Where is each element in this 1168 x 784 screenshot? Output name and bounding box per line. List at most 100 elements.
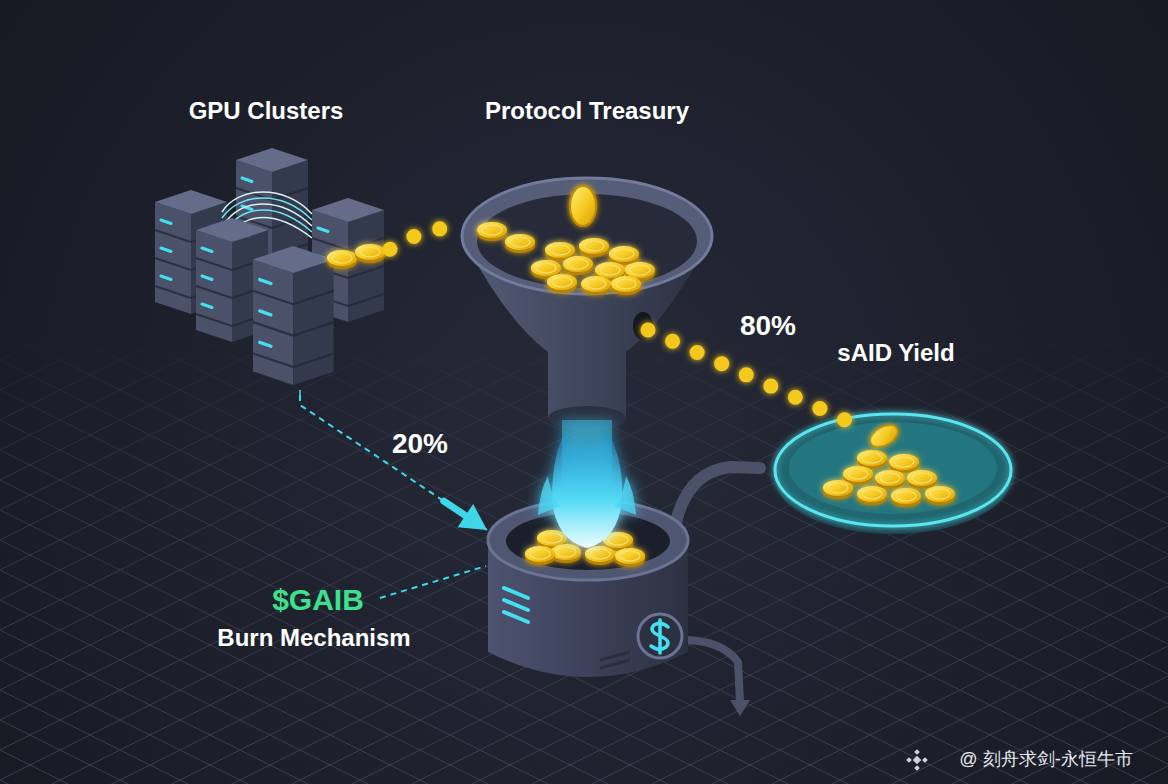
coin	[907, 470, 937, 489]
dish-base	[775, 422, 1011, 534]
coin	[611, 276, 641, 295]
coin	[595, 262, 625, 281]
coin	[603, 532, 633, 551]
arrow-shaft	[444, 501, 471, 519]
burner-rim	[488, 500, 688, 580]
node-group: Protocol Treasury	[462, 172, 712, 330]
coin	[327, 250, 357, 269]
cables	[222, 192, 312, 238]
vent	[504, 588, 528, 622]
coin	[525, 546, 555, 565]
flow-connector	[390, 227, 462, 249]
coin	[569, 526, 599, 545]
burner-body	[488, 540, 688, 677]
coin	[857, 486, 887, 505]
falling-coin	[867, 421, 902, 452]
coin-pile	[525, 526, 645, 567]
coin	[581, 276, 611, 295]
coin	[477, 222, 507, 241]
cable	[222, 198, 312, 220]
coin	[857, 450, 887, 469]
server-tower	[196, 218, 268, 342]
server-tower	[312, 198, 384, 322]
node-group: sAID Yield	[780, 420, 1005, 530]
flow-connector	[648, 330, 845, 420]
node-heading: Burn Mechanism	[217, 624, 410, 653]
logo-part	[906, 757, 912, 763]
coin	[625, 262, 655, 281]
node-group: $GAIBBurn Mechanism	[487, 455, 690, 690]
cable	[222, 192, 312, 214]
funnel-hole	[633, 312, 653, 340]
coin	[531, 260, 561, 279]
flames	[538, 420, 636, 548]
floor-grid	[0, 330, 1168, 784]
coin	[615, 548, 645, 567]
spark	[299, 390, 301, 398]
node-heading: sAID Yield	[837, 339, 954, 368]
funnel	[462, 178, 712, 430]
coin	[823, 480, 853, 499]
coin	[545, 242, 575, 261]
flame-beam	[562, 420, 612, 490]
coin	[547, 274, 577, 293]
coin	[579, 238, 609, 257]
cable	[228, 218, 312, 239]
dollar-symbol	[651, 620, 668, 653]
burner-inside	[506, 512, 670, 570]
coin	[585, 546, 615, 565]
pipe	[682, 640, 740, 702]
coin	[889, 454, 919, 473]
funnel-inside	[477, 194, 697, 288]
server-tower	[236, 148, 308, 272]
dish-inside	[789, 422, 997, 514]
coin	[875, 470, 905, 489]
percentage-label: 80%	[740, 309, 796, 343]
coin-pile	[823, 450, 955, 507]
pipe-arrow	[730, 700, 750, 716]
pipe	[676, 467, 760, 522]
server-tower-shape	[253, 246, 334, 385]
node-heading: Protocol Treasury	[485, 97, 689, 126]
logo-part	[922, 757, 928, 763]
coin	[843, 466, 873, 485]
watermark: @ 刻舟求剑-永恒牛市	[959, 749, 1132, 771]
flame	[552, 428, 622, 548]
logo-part	[913, 756, 921, 764]
logo-part	[914, 749, 920, 755]
coin	[609, 246, 639, 265]
funnel-rim	[462, 178, 712, 294]
server-cluster	[155, 148, 385, 398]
flow-connector	[300, 395, 487, 530]
coin	[925, 486, 955, 505]
coin	[537, 530, 567, 549]
coin-stream	[648, 330, 845, 420]
cable	[224, 204, 312, 226]
yield-dish	[775, 414, 1011, 534]
flame	[538, 476, 636, 515]
watermark-logo	[906, 749, 928, 771]
server-tower	[155, 190, 227, 314]
cable	[226, 210, 312, 232]
falling-coin	[570, 186, 596, 226]
percentage-label: 20%	[392, 427, 448, 461]
node-heading: GPU Clusters	[189, 97, 344, 126]
funnel-spout	[548, 406, 626, 430]
coin	[551, 544, 581, 563]
dish-rim	[775, 414, 1011, 526]
token-name: $GAIB	[272, 582, 364, 618]
dashed-flow-line	[300, 395, 487, 530]
coin	[505, 234, 535, 253]
arrow-head	[458, 504, 487, 530]
grill	[600, 652, 630, 668]
funnel-cone	[462, 236, 712, 430]
burner	[488, 500, 688, 677]
dollar-badge	[638, 614, 682, 658]
coin	[355, 244, 385, 263]
coin-pile	[477, 222, 655, 295]
coin-stream	[390, 227, 462, 249]
node-group: GPU Clusters	[155, 148, 390, 395]
server-tower	[253, 246, 334, 385]
